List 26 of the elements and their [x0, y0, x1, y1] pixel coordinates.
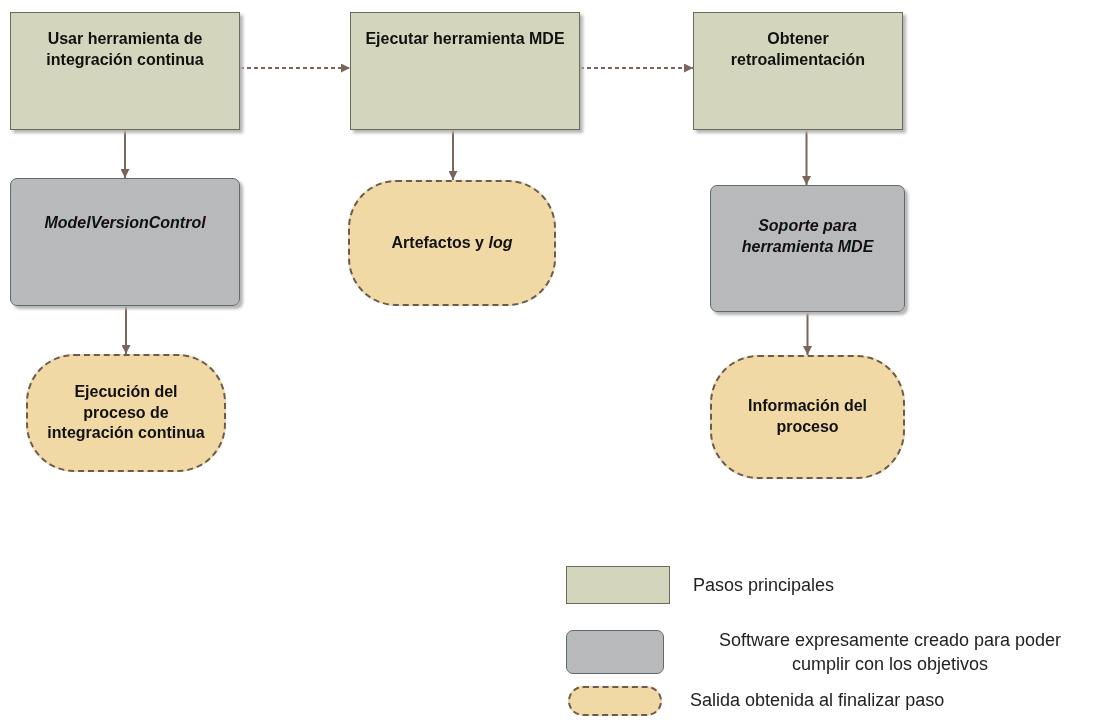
software-box: [10, 178, 240, 306]
node-label: Ejecutar herramienta MDE: [365, 29, 565, 49]
node-label: Usar herramienta de integración continua: [45, 29, 205, 70]
legend-label: Software expresamente creado para poder cumplir con los objetivos: [717, 629, 1063, 677]
legend-label: Salida obtenida al finalizar paso: [690, 689, 946, 712]
node-label: Ejecución del proceso de integración continua: [46, 381, 206, 444]
arrow: [803, 311, 812, 356]
node-label: ModelVersionControl: [44, 213, 206, 233]
node-label: Información del proceso: [746, 396, 869, 437]
output-terminal: [26, 354, 226, 472]
process-box: [693, 12, 903, 130]
node-label: Obtener retroalimentación: [729, 29, 867, 70]
output-terminal: [348, 180, 556, 306]
process-box: [10, 12, 240, 130]
arrow: [579, 63, 694, 73]
output-terminal: [710, 355, 905, 479]
arrow: [239, 63, 351, 73]
arrow: [448, 129, 458, 181]
arrow: [121, 305, 131, 355]
software-box: [710, 185, 905, 312]
legend-label: Pasos principales: [693, 574, 836, 597]
node-label: Soporte para herramienta MDE: [740, 216, 875, 257]
node-label: Artefactos y log: [391, 232, 513, 253]
arrow: [120, 129, 130, 179]
arrow: [802, 129, 811, 186]
process-box: [350, 12, 580, 130]
